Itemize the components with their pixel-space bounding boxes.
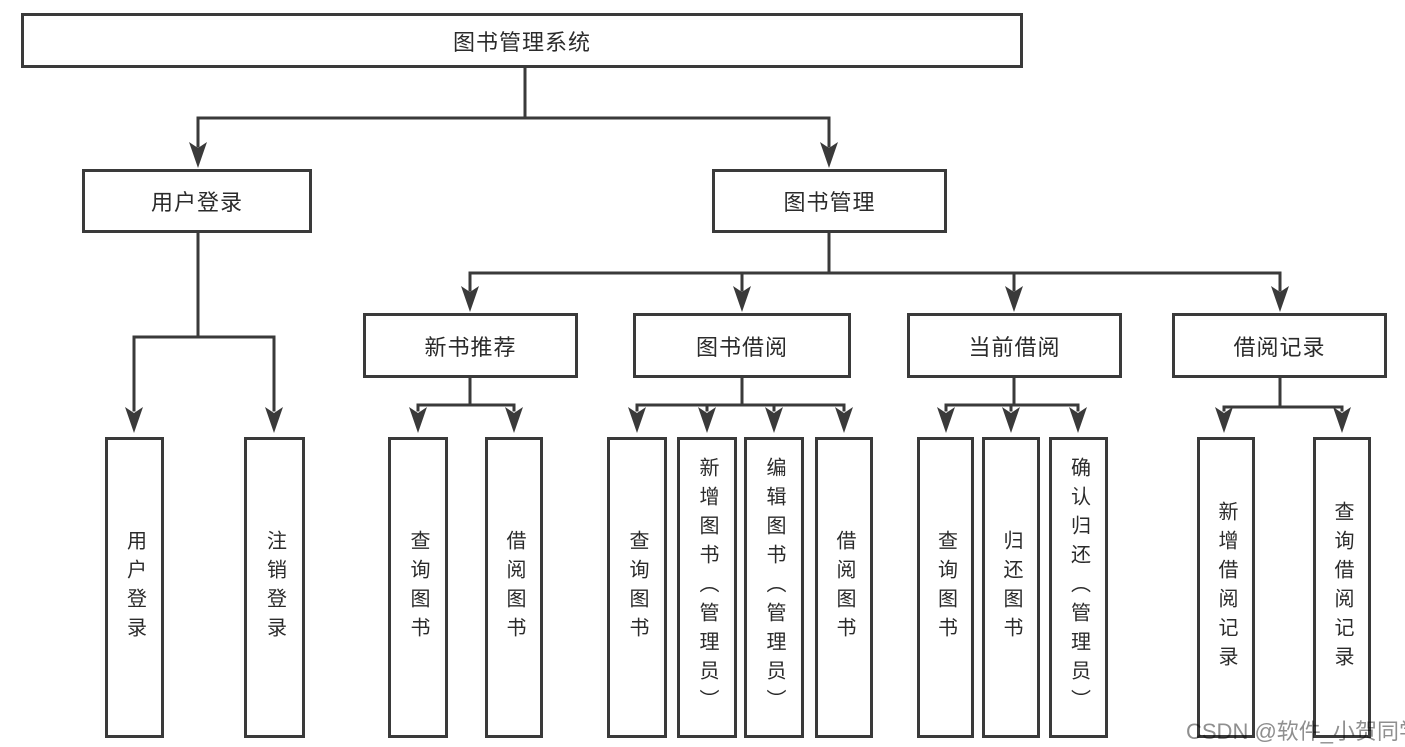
leaf-confirm-return-admin-label: 确认归还（管理员）: [1067, 457, 1090, 718]
leaf-confirm-return-admin: 确认归还（管理员）: [1049, 437, 1108, 738]
leaf-query-books-borrow-label: 查询图书: [626, 529, 648, 646]
leaf-edit-books-admin: 编辑图书（管理员）: [744, 437, 804, 738]
leaf-user-login-label: 用户登录: [123, 529, 146, 646]
node-borrowing-records-label: 借阅记录: [1233, 334, 1326, 360]
leaf-add-books-admin-label: 新增图书（管理员）: [696, 457, 718, 718]
leaf-query-books-current: 查询图书: [917, 437, 974, 738]
node-borrowing-records: 借阅记录: [1172, 313, 1387, 378]
node-new-book-recommendation-label: 新书推荐: [424, 334, 517, 360]
node-book-management: 图书管理: [712, 169, 947, 233]
connector-lines: [132, 66, 1344, 412]
leaf-edit-books-admin-label: 编辑图书（管理员）: [763, 457, 785, 718]
node-book-borrowing-label: 图书借阅: [695, 334, 788, 360]
csdn-watermark: CSDN @软件_小贺同学: [1186, 719, 1405, 744]
leaf-add-books-admin: 新增图书（管理员）: [677, 437, 737, 738]
leaf-add-borrow-record: 新增借阅记录: [1197, 437, 1255, 738]
leaf-query-borrow-record-label: 查询借阅记录: [1331, 500, 1353, 675]
leaf-logout: 注销登录: [244, 437, 305, 738]
arrowheads: [125, 142, 1351, 433]
leaf-query-books-borrow: 查询图书: [607, 437, 667, 738]
node-user-login-label: 用户登录: [150, 190, 243, 215]
leaf-borrow-books-newbook-label: 借阅图书: [503, 529, 525, 646]
leaf-add-borrow-record-label: 新增借阅记录: [1215, 500, 1237, 675]
leaf-borrow-books-newbook: 借阅图书: [485, 437, 543, 738]
node-user-login: 用户登录: [82, 169, 312, 233]
leaf-query-books-current-label: 查询图书: [934, 529, 957, 646]
node-library-system: 图书管理系统: [21, 13, 1023, 68]
leaf-logout-label: 注销登录: [263, 529, 286, 646]
node-book-management-label: 图书管理: [783, 190, 876, 215]
node-current-borrowing: 当前借阅: [907, 313, 1122, 378]
leaf-query-books-newbook: 查询图书: [388, 437, 448, 738]
leaf-borrow-books: 借阅图书: [815, 437, 873, 738]
leaf-borrow-books-label: 借阅图书: [833, 529, 855, 646]
leaf-query-borrow-record: 查询借阅记录: [1313, 437, 1371, 738]
leaf-return-books-label: 归还图书: [1000, 529, 1022, 646]
leaf-query-books-newbook-label: 查询图书: [407, 529, 429, 646]
leaf-user-login: 用户登录: [105, 437, 164, 738]
node-book-borrowing: 图书借阅: [633, 313, 851, 378]
leaf-return-books: 归还图书: [982, 437, 1040, 738]
node-library-system-label: 图书管理系统: [452, 29, 591, 55]
node-current-borrowing-label: 当前借阅: [968, 334, 1061, 360]
node-new-book-recommendation: 新书推荐: [363, 313, 578, 378]
